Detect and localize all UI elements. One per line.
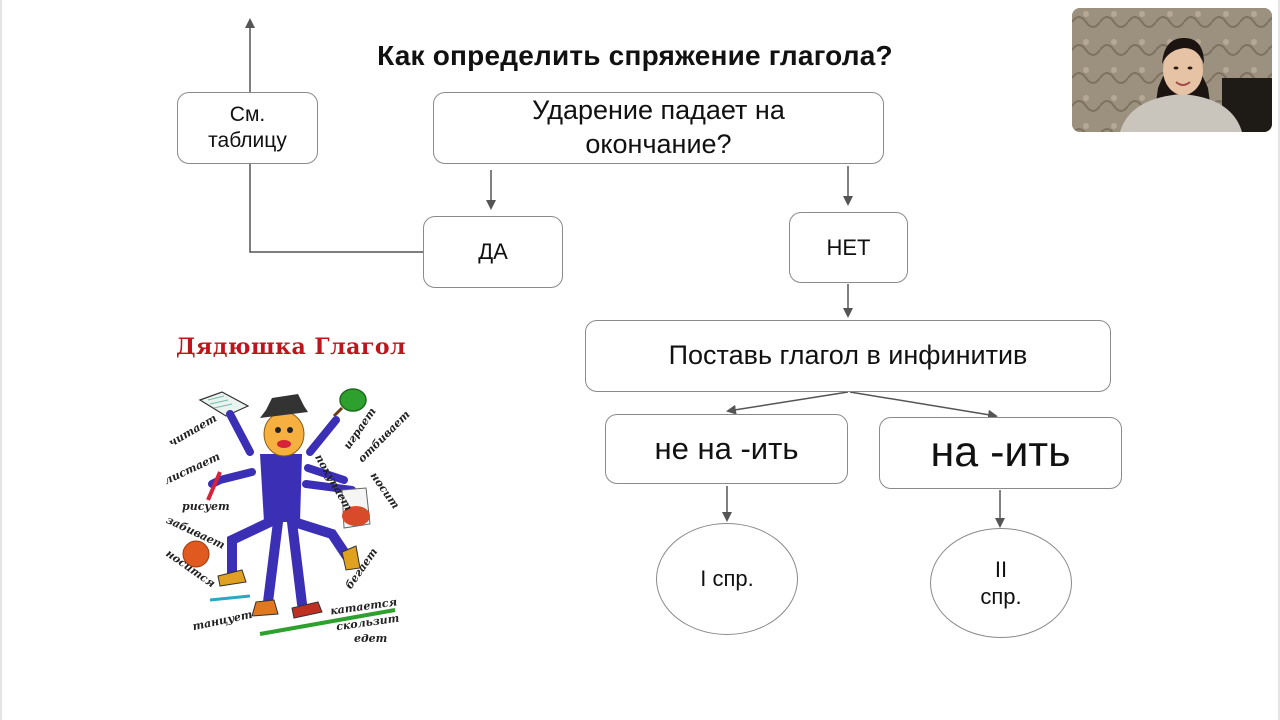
mascot-illustration: читает листает рисует забивает носится т… <box>160 372 413 647</box>
verb-label: едет <box>354 632 388 645</box>
arrow-infinitive-to-not-it <box>726 391 849 415</box>
see-table-label: См. таблицу <box>208 102 287 152</box>
conj2-label: II спр. <box>980 556 1022 610</box>
webcam-video <box>1072 8 1272 132</box>
not-it-label: не на -ить <box>654 430 799 466</box>
mascot-figure <box>182 388 396 636</box>
infinitive-box: Поставь глагол в инфинитив <box>585 320 1111 392</box>
conj2-ellipse: II спр. <box>930 528 1072 638</box>
slide-border-left <box>0 0 2 720</box>
arrow-infinitive-to-it <box>849 391 998 420</box>
slide-border-right <box>1278 0 1280 720</box>
not-it-box: не на -ить <box>605 414 848 484</box>
no-box: НЕТ <box>789 212 908 283</box>
it-box: на -ить <box>879 417 1122 489</box>
presenter-video-frame <box>1072 8 1272 132</box>
question-label: Ударение падает на окончание? <box>532 95 785 159</box>
it-label: на -ить <box>930 428 1071 477</box>
conj1-label: I спр. <box>700 566 754 592</box>
yes-label: ДА <box>478 239 508 265</box>
question-box: Ударение падает на окончание? <box>433 92 884 164</box>
verb-label: рисует <box>182 500 230 513</box>
mascot-title: Дядюшка Глагол <box>175 334 407 360</box>
see-table-box: См. таблицу <box>177 92 318 164</box>
conj1-ellipse: I спр. <box>656 523 798 635</box>
no-label: НЕТ <box>826 234 871 260</box>
infinitive-label: Поставь глагол в инфинитив <box>668 340 1028 371</box>
yes-box: ДА <box>423 216 563 288</box>
slide-title: Как определить спряжение глагола? <box>377 40 893 71</box>
